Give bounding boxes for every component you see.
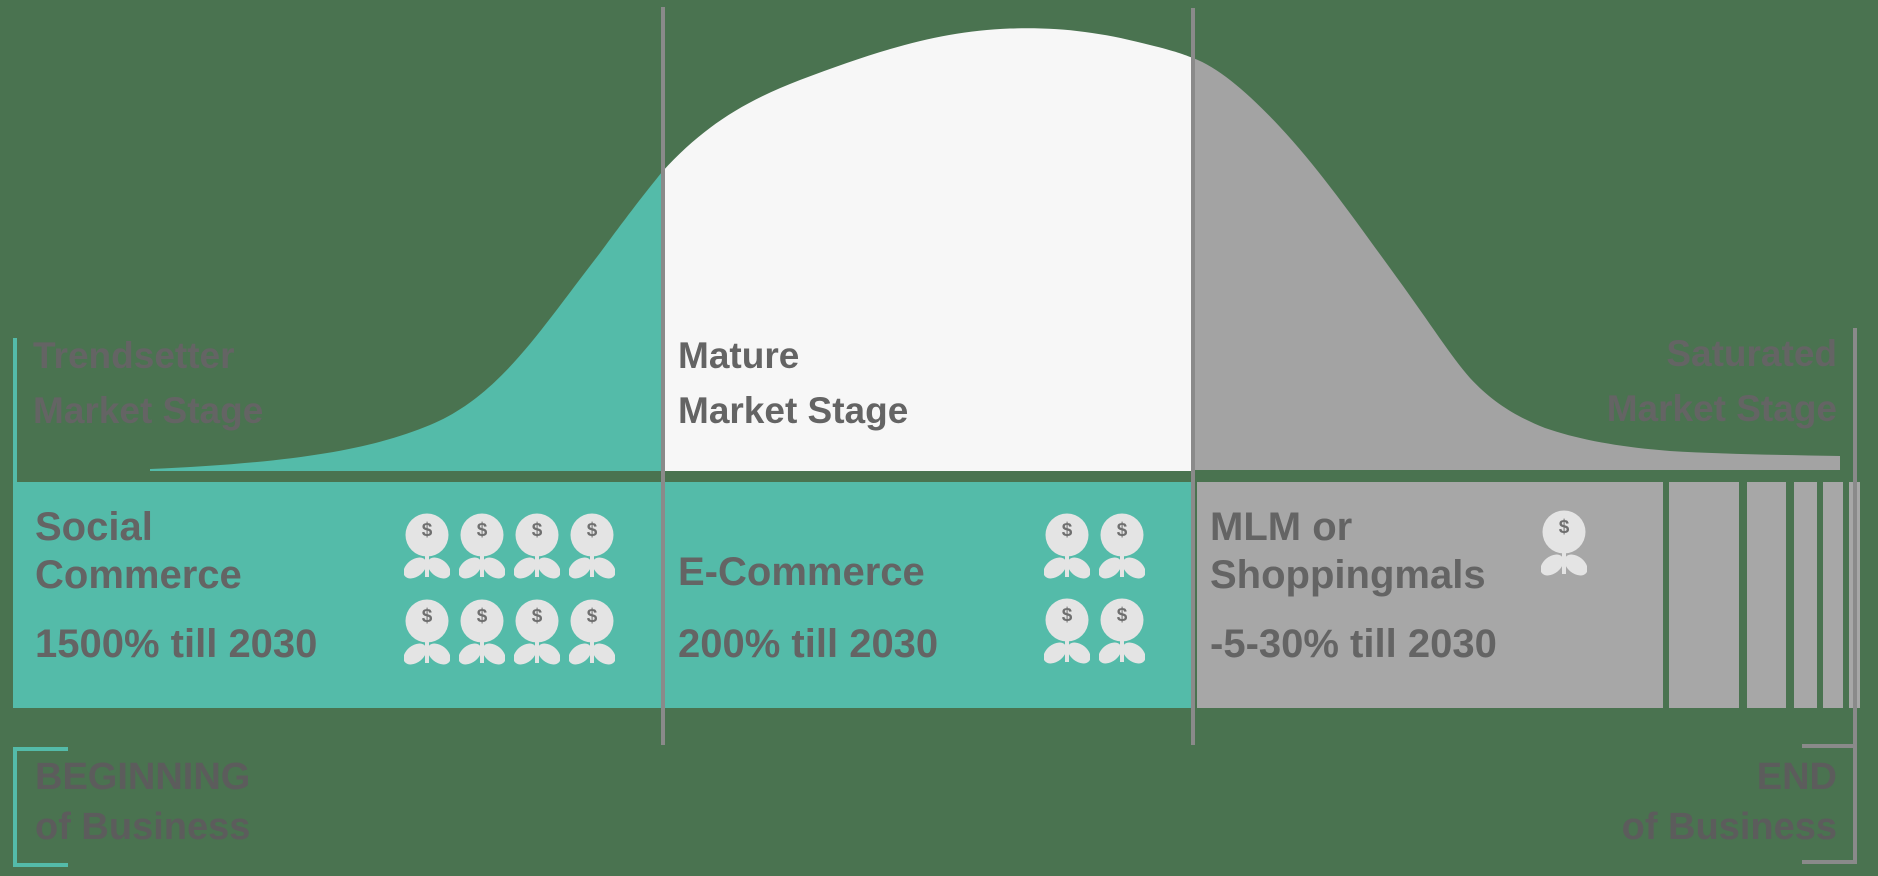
dollar-flower-icon: [569, 513, 615, 581]
bell-curve-trendsetter-segment: [150, 172, 662, 471]
dollar-flower-icon: [1541, 510, 1587, 578]
dollar-flower-icon: [1044, 513, 1090, 581]
end-bracket-tick-top: [1802, 744, 1857, 748]
cell-growth-social-commerce: 1500% till 2030: [35, 622, 318, 666]
right-accent-line: [1853, 328, 1857, 864]
decay-bar: [1794, 482, 1817, 708]
cell-growth-e-commerce: 200% till 2030: [678, 622, 939, 666]
dollar-flower-icon: [569, 599, 615, 667]
dollar-flower-icon: [404, 599, 450, 667]
dollar-flower-icon: [514, 599, 560, 667]
cell-title-social-commerce: Social Commerce: [35, 505, 242, 597]
cell-title-e-commerce: E-Commerce: [678, 550, 925, 594]
dollar-flower-icon: [514, 513, 560, 581]
timeline-end-label: END of Business: [1621, 756, 1837, 848]
dollar-flower-icon: [1044, 598, 1090, 666]
timeline-beginning-label: BEGINNING of Business: [35, 756, 251, 848]
dollar-flower-icon: [459, 513, 505, 581]
beginning-bracket-tick-top: [13, 747, 68, 751]
decay-bar: [1747, 482, 1786, 708]
stage-label-saturated: Saturated Market Stage: [1606, 333, 1837, 429]
divider-line-trendsetter-mature: [661, 7, 665, 745]
cell-growth-mlm: -5-30% till 2030: [1210, 622, 1497, 666]
beginning-bracket-line: [13, 747, 17, 867]
dollar-flower-icon: [1099, 513, 1145, 581]
bell-curve-mature-segment: [662, 28, 1193, 471]
left-accent-line: [13, 338, 17, 482]
dollar-flower-icon: [459, 599, 505, 667]
stage-label-trendsetter: Trendsetter Market Stage: [33, 335, 264, 431]
dollar-flower-icon: [1099, 598, 1145, 666]
end-bracket-tick-bottom: [1802, 860, 1857, 864]
band-gray-section: [1197, 482, 1663, 708]
divider-line-mature-saturated: [1191, 8, 1195, 745]
cell-title-mlm: MLM or Shoppingmals: [1210, 505, 1486, 597]
decay-bar: [1823, 482, 1843, 708]
stage-label-mature: Mature Market Stage: [678, 335, 909, 431]
decay-bar: [1669, 482, 1739, 708]
dollar-flower-icon: [404, 513, 450, 581]
beginning-bracket-tick-bottom: [13, 863, 68, 867]
bell-curve-saturated-segment: [1193, 58, 1840, 470]
